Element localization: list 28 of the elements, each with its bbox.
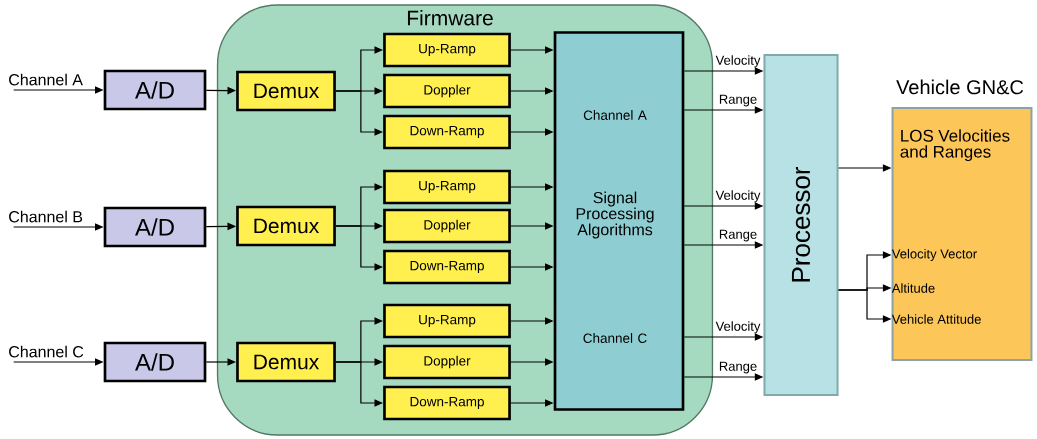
process-box: Doppler (383, 73, 511, 109)
edge-label: Channel A (9, 73, 83, 86)
process-box: Demux (236, 70, 336, 112)
edge-label: Velocity (715, 55, 761, 68)
process-box: Up-Ramp (383, 32, 511, 68)
converter-box: A/D (103, 69, 207, 111)
edge-label: Range (719, 94, 757, 107)
output-box: Vehicle GN&C LOS Velocities and Ranges Velocity Vector Altitude Vehicle Attitude (891, 79, 1033, 361)
process-box: Up-Ramp (383, 169, 511, 205)
processor-box: Processor (763, 54, 839, 396)
process-box: Up-Ramp (383, 303, 511, 339)
process-box: Demux (236, 205, 336, 247)
process-box: Channel A Signal Processing Algorithms Channel C (553, 31, 685, 411)
converter-box: A/D (103, 341, 207, 383)
edge-label: Channel B (9, 210, 83, 223)
edge-label: Range (719, 361, 757, 374)
process-box: Doppler (383, 344, 511, 380)
edge-label: Velocity (715, 190, 761, 203)
edge-label: Channel C (9, 345, 84, 358)
process-box: Doppler (383, 208, 511, 244)
converter-box: A/D (103, 206, 207, 248)
node-label: Vehicle GN&C (896, 79, 1024, 95)
edge-label: Velocity (715, 321, 761, 334)
edge-label: Range (719, 229, 757, 242)
process-box: Down-Ramp (383, 249, 511, 285)
process-box: Down-Ramp (383, 114, 511, 150)
process-box: Demux (236, 341, 336, 383)
process-box: Down-Ramp (383, 385, 511, 421)
